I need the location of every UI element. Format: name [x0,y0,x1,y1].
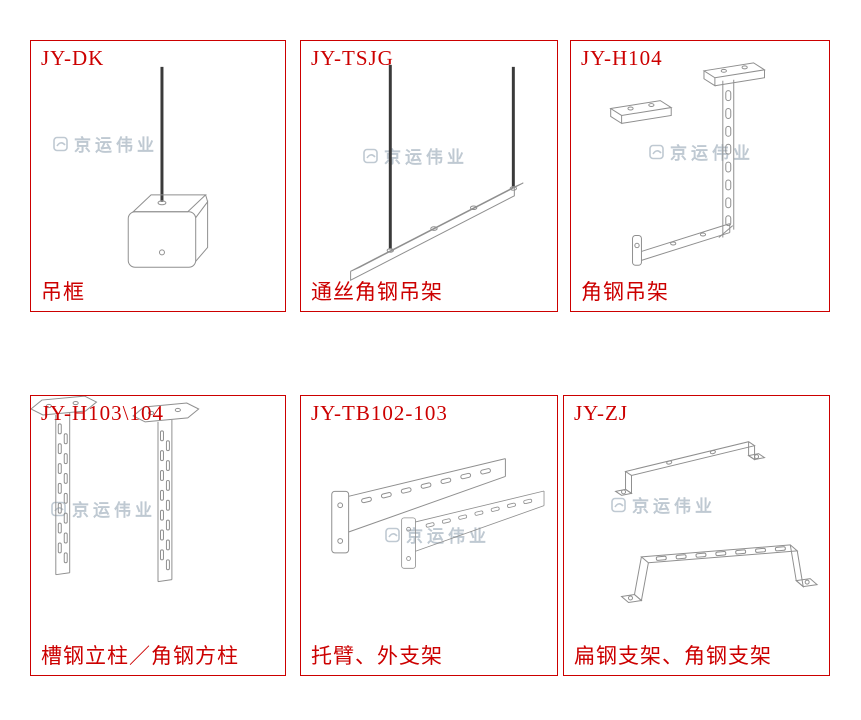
product-name: 角钢吊架 [581,280,669,304]
product-name: 扁钢支架、角钢支架 [574,644,772,668]
watermark-text: 京运伟业 [74,136,158,155]
product-code: JY-H104 [581,46,663,70]
watermark-logo-icon [649,144,664,159]
watermark: 京运伟业 [649,139,754,164]
watermark: 京运伟业 [51,496,156,521]
product-code: JY-TB102-103 [311,401,448,425]
angle-steel-hanger-drawing [609,62,766,266]
threaded-rod-hanger-drawing [350,64,524,281]
product-name: 槽钢立柱／角钢方柱 [41,644,239,668]
watermark-logo-icon [611,497,626,512]
product-name: 吊框 [41,280,85,304]
cantilever-bracket-drawing [331,458,545,569]
watermark-text: 京运伟业 [72,501,156,520]
product-panel-tsjg: 京运伟业 JY-TSJG 通丝角钢吊架 [300,40,558,312]
product-panel-tb102-103: 京运伟业 [300,395,558,676]
watermark-text: 京运伟业 [384,148,468,167]
product-panel-zj: 京运伟业 [563,395,830,676]
watermark-logo-icon [53,136,68,151]
watermark-text: 京运伟业 [670,144,754,163]
product-name: 通丝角钢吊架 [311,280,443,304]
watermark: 京运伟业 [363,143,468,168]
product-code: JY-DK [41,46,105,70]
product-panel-h103-104: 京运伟业 [30,395,286,676]
watermark: 京运伟业 [385,522,490,547]
watermark-text: 京运伟业 [632,497,716,516]
channel-column-drawing [31,396,200,583]
watermark: 京运伟业 [611,492,716,517]
product-panel-dk: 京运伟业 JY-DK 吊框 [30,40,286,312]
product-panel-h104: 京运伟业 [570,40,830,312]
watermark: 京运伟业 [53,131,158,156]
product-code: JY-TSJG [311,46,394,70]
product-name: 托臂、外支架 [311,644,443,668]
watermark-text: 京运伟业 [406,527,490,546]
flat-steel-bracket-drawing [614,441,819,604]
product-code: JY-H103\104 [41,401,165,425]
watermark-logo-icon [363,148,378,163]
product-code: JY-ZJ [574,401,629,425]
hanging-frame-drawing [127,66,209,268]
watermark-logo-icon [385,527,400,542]
